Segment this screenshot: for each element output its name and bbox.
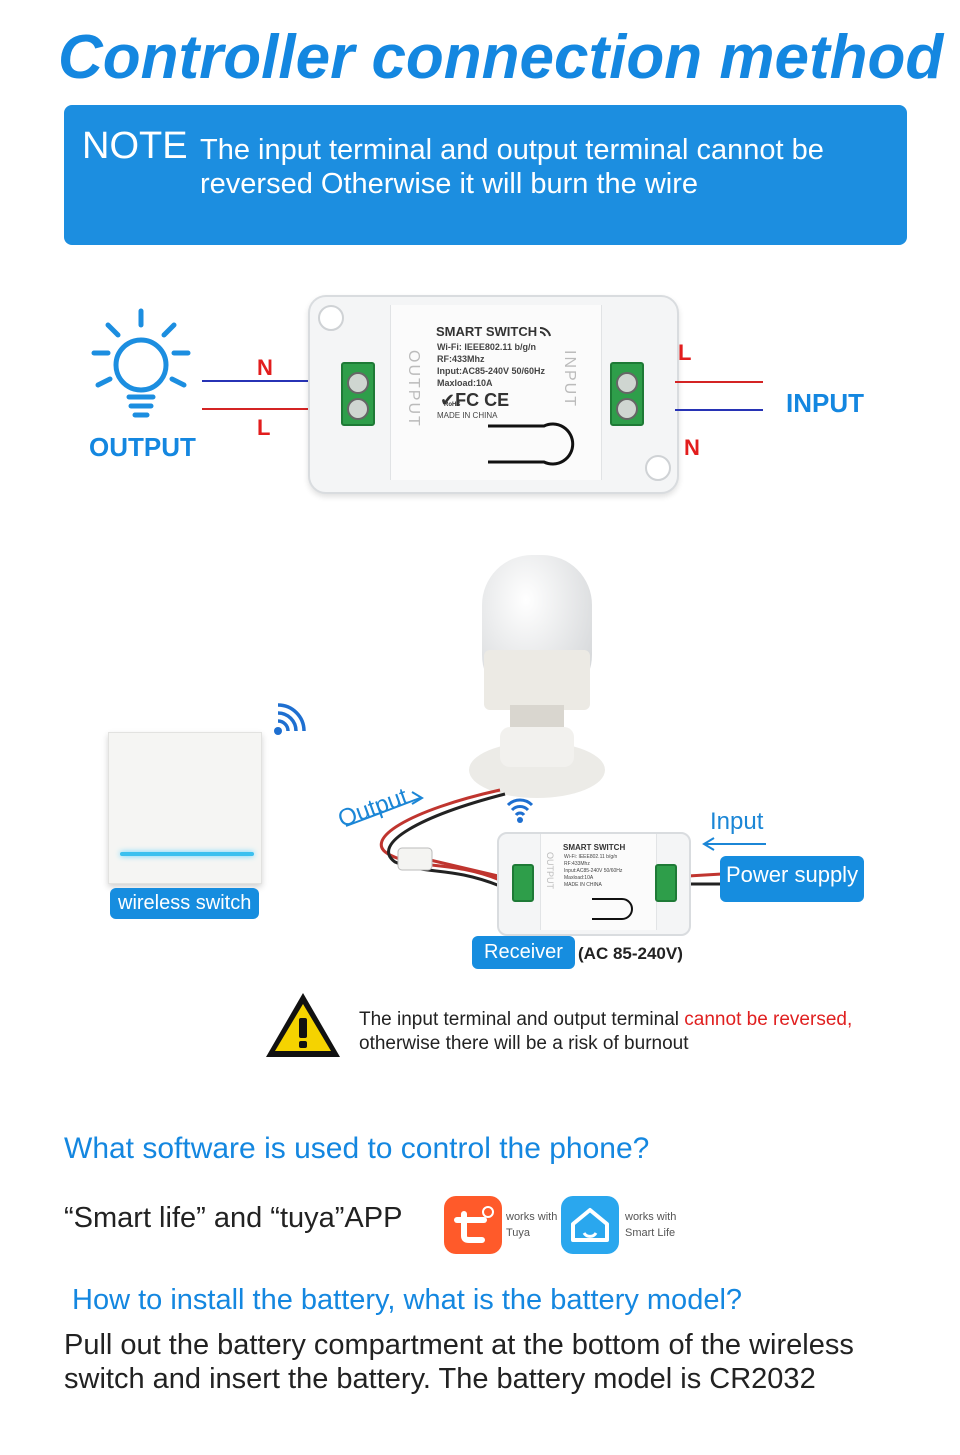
power-supply-tag: Power supply [720, 856, 865, 902]
wire-label-l-right: L [678, 340, 692, 365]
battery-answer: Pull out the battery compartment at the … [64, 1329, 854, 1395]
receiver-output-marking: OUTPUT [545, 852, 555, 889]
tuya-logo-icon [454, 1206, 494, 1243]
tuya-badge-text: works with Tuya [506, 1209, 557, 1241]
input-label: INPUT [786, 388, 864, 418]
software-question: What software is used to control the pho… [64, 1132, 650, 1165]
input-tag: Input [710, 808, 764, 835]
receiver-spec-line: Maxload:10A [564, 875, 594, 881]
wifi-icon [506, 798, 534, 823]
wire-label-l-left: L [257, 415, 271, 440]
note-label: NOTE [82, 125, 188, 167]
lamp-bulb-image [469, 555, 605, 798]
wireless-signal-icon [274, 703, 306, 735]
home-icon [571, 1208, 609, 1242]
switch-indicator-led [120, 852, 254, 856]
receiver-spec-list: Wi-Fi: IEEE802.11 b/g/n RF:433Mhz Input:… [564, 854, 622, 889]
receiver-made-in: MADE IN CHINA [564, 882, 602, 888]
receiver-output-terminal [512, 864, 534, 902]
wireless-switch-image [108, 732, 262, 884]
smart-life-badge-line1: works with [625, 1211, 677, 1223]
receiver-input-terminal [655, 864, 677, 902]
smart-life-badge-text: works with Smart Life [625, 1209, 676, 1241]
module-spec-line: Maxload:10A [437, 378, 493, 388]
receiver-tag: Receiver [472, 936, 575, 969]
wireless-switch-tag: wireless switch [110, 888, 260, 919]
receiver-button-outline [592, 898, 633, 920]
smart-life-badge-line2: Smart Life [625, 1227, 676, 1239]
wire-live-out [202, 408, 310, 410]
software-answer: “Smart life” and “tuya”APP [64, 1202, 403, 1234]
module-spec-line: Input:AC85-240V 50/60Hz [437, 366, 546, 376]
note-text: The input terminal and output terminal c… [200, 134, 824, 200]
light-bulb-icon [91, 308, 191, 418]
warning-text: The input terminal and output terminal c… [359, 1008, 939, 1056]
module-input-marking: INPUT [561, 350, 578, 408]
wire-live-in [675, 381, 763, 383]
tuya-badge-line2: Tuya [506, 1227, 531, 1239]
wire-label-n-left: N [257, 355, 273, 380]
module-spec-line: RF:433Mhz [437, 354, 485, 364]
warning-text-red: cannot be reversed, [684, 1009, 853, 1030]
scene-wires [379, 788, 723, 888]
note-box [64, 105, 907, 245]
tuya-badge-line1: works with [506, 1211, 558, 1223]
page-title: Controller connection method [58, 23, 944, 92]
receiver-label-area [540, 834, 657, 930]
module-brand: SMART SWITCH [436, 324, 538, 339]
module-output-marking: OUTPUT [405, 350, 422, 428]
receiver-spec-line: RF:433Mhz [564, 861, 590, 867]
warning-triangle-icon [266, 993, 340, 1057]
receiver-spec-line: Input:AC85-240V 50/60Hz [564, 868, 623, 874]
made-in: MADE IN CHINA [437, 411, 498, 420]
input-arrow-icon [702, 837, 766, 851]
smart-life-app-icon [561, 1196, 619, 1254]
warning-text-rest: otherwise there will be a risk of burnou… [359, 1033, 689, 1054]
certification-marks: ✔FC CE [440, 390, 510, 410]
receiver-brand: SMART SWITCH [563, 843, 626, 852]
wifi-signal-icon [539, 326, 551, 337]
module-label-area [390, 305, 602, 480]
wire-neutral-out [202, 380, 310, 382]
pairing-button-outline [488, 422, 575, 466]
module-spec-list: Wi-Fi: IEEE802.11 b/g/n RF:433Mhz Input:… [437, 341, 545, 389]
module-spec-line: Wi-Fi: IEEE802.11 b/g/n [437, 342, 536, 352]
warning-text-normal: The input terminal and output terminal [359, 1009, 685, 1030]
output-terminal [341, 362, 375, 426]
receiver-spec-line: Wi-Fi: IEEE802.11 b/g/n [564, 854, 618, 860]
rohs-mark: RoHS [444, 402, 461, 408]
wire-neutral-in [675, 409, 763, 411]
wire-label-n-right: N [684, 435, 700, 460]
mount-hole [318, 305, 344, 331]
battery-question: How to install the battery, what is the … [72, 1284, 743, 1316]
input-terminal [610, 362, 644, 426]
mount-hole [645, 455, 671, 481]
output-label: OUTPUT [89, 432, 196, 462]
output-arrow-icon [345, 791, 424, 827]
receiver-voltage: (AC 85-240V) [578, 944, 683, 963]
tuya-app-icon [444, 1196, 502, 1254]
